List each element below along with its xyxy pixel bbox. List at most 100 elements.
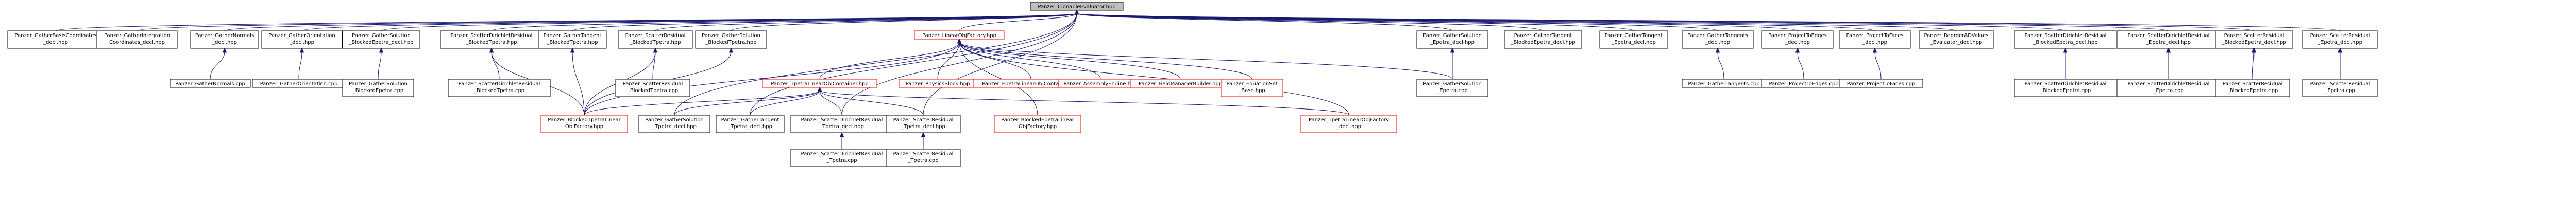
node-sdrbt[interactable]: Panzer_ScatterDirichletResidual_BlockedT… bbox=[440, 30, 543, 49]
node-eqs[interactable]: Panzer_EquationSet_Base.hpp bbox=[1221, 79, 1283, 97]
node-box[interactable] bbox=[190, 30, 259, 49]
node-pb[interactable]: Panzer_PhysicsBlock.hpp bbox=[899, 79, 977, 88]
node-srecpp[interactable]: Panzer_ScatterResidual_Epetra.cpp bbox=[2302, 79, 2378, 97]
node-box[interactable] bbox=[1030, 2, 1124, 11]
node-box[interactable] bbox=[762, 79, 877, 88]
node-srbtcpp[interactable]: Panzer_ScatterResidual_BlockedTpetra.cpp bbox=[615, 79, 690, 97]
node-ae[interactable]: Panzer_AssemblyEngine.hpp bbox=[1058, 79, 1143, 88]
node-box[interactable] bbox=[1300, 115, 1397, 133]
node-box[interactable] bbox=[2014, 30, 2117, 49]
node-box[interactable] bbox=[695, 30, 767, 49]
node-gtbe[interactable]: Panzer_GatherTangent_BlockedEpetra_decl.… bbox=[1504, 30, 1582, 49]
node-box[interactable] bbox=[886, 149, 961, 167]
node-label: Panzer_LinearObjFactory.hpp bbox=[922, 33, 996, 39]
node-box[interactable] bbox=[716, 115, 785, 133]
node-gsbecpp[interactable]: Panzer_GatherSolution_BlockedEpetra.cpp bbox=[342, 79, 414, 97]
node-box[interactable] bbox=[342, 79, 414, 97]
node-srtcpp[interactable]: Panzer_ScatterResidual_Tpetra.cpp bbox=[886, 149, 961, 167]
node-sdrecpp[interactable]: Panzer_ScatterDirichletResidual_Epetra.c… bbox=[2117, 79, 2220, 97]
node-gsecpp[interactable]: Panzer_GatherSolution_Epetra.cpp bbox=[1416, 79, 1488, 97]
node-gncpp[interactable]: Panzer_GatherNormals.cpp bbox=[170, 79, 251, 88]
node-tloc[interactable]: Panzer_TpetraLinearObjContainer.hpp bbox=[762, 79, 877, 88]
node-box[interactable] bbox=[1599, 30, 1668, 49]
node-box[interactable] bbox=[2215, 30, 2293, 49]
node-sdre[interactable]: Panzer_ScatterDirichletResidual_Epetra_d… bbox=[2117, 30, 2220, 49]
node-box[interactable] bbox=[1221, 79, 1283, 97]
node-label: _Epetra_decl.hpp bbox=[1611, 40, 1656, 45]
node-gbc[interactable]: Panzer_GatherBasisCoordinates_decl.hpp bbox=[7, 30, 104, 49]
node-box[interactable] bbox=[1504, 30, 1582, 49]
node-box[interactable] bbox=[994, 115, 1081, 133]
edge-gncpp-to-gn bbox=[210, 47, 227, 80]
node-label: Panzer_ScatterDirichletResidual bbox=[2128, 81, 2210, 87]
node-box[interactable] bbox=[2302, 30, 2378, 49]
node-box[interactable] bbox=[618, 30, 693, 49]
node-box[interactable] bbox=[790, 115, 893, 133]
node-box[interactable] bbox=[538, 30, 607, 49]
node-box[interactable] bbox=[638, 115, 710, 133]
node-gocpp[interactable]: Panzer_GatherOrientation.cpp bbox=[252, 79, 346, 88]
node-sre[interactable]: Panzer_ScatterResidual_Epetra_decl.hpp bbox=[2302, 30, 2378, 49]
node-box[interactable] bbox=[1761, 30, 1834, 49]
node-box[interactable] bbox=[96, 30, 178, 49]
edge-line bbox=[819, 90, 1349, 116]
node-box[interactable] bbox=[440, 30, 543, 49]
node-ptfcpp[interactable]: Panzer_ProjectToFaces.cpp bbox=[1839, 79, 1923, 88]
node-box[interactable] bbox=[448, 79, 551, 97]
node-srbecpp[interactable]: Panzer_ScatterResidual_BlockedEpetra.cpp bbox=[2215, 79, 2290, 97]
node-box[interactable] bbox=[886, 115, 961, 133]
node-label: Panzer_ScatterDirichletResidual bbox=[2128, 33, 2210, 39]
node-box[interactable] bbox=[2302, 79, 2378, 97]
edge-line bbox=[959, 42, 1453, 80]
node-box[interactable] bbox=[261, 30, 343, 49]
node-box[interactable] bbox=[914, 30, 1005, 40]
node-root[interactable]: Panzer_ClonableEvaluator.hpp bbox=[1030, 2, 1124, 11]
node-gtg[interactable]: Panzer_GatherTangents_decl.hpp bbox=[1682, 30, 1754, 49]
node-gse[interactable]: Panzer_GatherSolution_Epetra_decl.hpp bbox=[1416, 30, 1488, 49]
node-box[interactable] bbox=[1416, 30, 1488, 49]
node-sdrbtcpp[interactable]: Panzer_ScatterDirichletResidual_BlockedT… bbox=[448, 79, 551, 97]
node-box[interactable] bbox=[170, 79, 251, 88]
node-gsbe[interactable]: Panzer_GatherSolution_BlockedEpetra_decl… bbox=[342, 30, 420, 49]
node-box[interactable] bbox=[1839, 30, 1911, 49]
node-box[interactable] bbox=[2014, 79, 2117, 97]
node-gn[interactable]: Panzer_GatherNormals_decl.hpp bbox=[190, 30, 259, 49]
node-srbt[interactable]: Panzer_ScatterResidual_BlockedTpetra.hpp bbox=[618, 30, 693, 49]
node-box[interactable] bbox=[1919, 30, 1994, 49]
node-sdrbe[interactable]: Panzer_ScatterDirichletResidual_BlockedE… bbox=[2014, 30, 2117, 49]
node-box[interactable] bbox=[1839, 79, 1923, 88]
node-fmb[interactable]: Panzer_FieldManagerBuilder.hpp bbox=[1130, 79, 1230, 88]
edge-tlofd-to-tloc bbox=[817, 86, 1349, 116]
node-box[interactable] bbox=[342, 30, 420, 49]
node-gic[interactable]: Panzer_GatherIntegrationCoordinates_decl… bbox=[96, 30, 178, 49]
node-box[interactable] bbox=[2117, 79, 2220, 97]
node-box[interactable] bbox=[540, 115, 628, 133]
node-box[interactable] bbox=[2117, 30, 2220, 49]
node-ptecpp[interactable]: Panzer_ProjectToEdges.cpp bbox=[1761, 79, 1846, 88]
node-go[interactable]: Panzer_GatherOrientation_decl.hpp bbox=[261, 30, 343, 49]
node-box[interactable] bbox=[1682, 30, 1754, 49]
node-rv[interactable]: Panzer_ReorderADValues_Evaluator_decl.hp… bbox=[1919, 30, 1994, 49]
node-label: Panzer_ScatterDirichletResidual bbox=[2025, 81, 2107, 87]
node-srbe[interactable]: Panzer_ScatterResidual_BlockedEpetra_dec… bbox=[2215, 30, 2293, 49]
node-gttd[interactable]: Panzer_GatherTangent_Tpetra_decl.hpp bbox=[716, 115, 785, 133]
node-gte[interactable]: Panzer_GatherTangent_Epetra_decl.hpp bbox=[1599, 30, 1668, 49]
edge-gstd-to-tloc bbox=[674, 86, 822, 116]
node-lof[interactable]: Panzer_LinearObjFactory.hpp bbox=[914, 30, 1005, 40]
node-ptf[interactable]: Panzer_ProjectToFaces_decl.hpp bbox=[1839, 30, 1911, 49]
node-gsbt[interactable]: Panzer_GatherSolution_BlockedTpetra.hpp bbox=[695, 30, 767, 49]
node-srtd[interactable]: Panzer_ScatterResidual_Tpetra_decl.hpp bbox=[886, 115, 961, 133]
node-sdrtd[interactable]: Panzer_ScatterDirichletResidual_Tpetra_d… bbox=[790, 115, 893, 133]
node-box[interactable] bbox=[2215, 79, 2290, 97]
node-gstd[interactable]: Panzer_GatherSolution_Tpetra_decl.hpp bbox=[638, 115, 710, 133]
node-box[interactable] bbox=[615, 79, 690, 97]
node-gtbt[interactable]: Panzer_GatherTangent_BlockedTpetra.hpp bbox=[538, 30, 607, 49]
node-sdrtcpp[interactable]: Panzer_ScatterDirichletResidual_Tpetra.c… bbox=[790, 149, 893, 167]
node-box[interactable] bbox=[1416, 79, 1488, 97]
node-pte[interactable]: Panzer_ProjectToEdges_decl.hpp bbox=[1761, 30, 1834, 49]
node-tlofd[interactable]: Panzer_TpetraLinearObjFactory_decl.hpp bbox=[1300, 115, 1397, 133]
node-gtgcpp[interactable]: Panzer_GatherTangents.cpp bbox=[1682, 79, 1766, 88]
node-sdrbecpp[interactable]: Panzer_ScatterDirichletResidual_BlockedE… bbox=[2014, 79, 2117, 97]
